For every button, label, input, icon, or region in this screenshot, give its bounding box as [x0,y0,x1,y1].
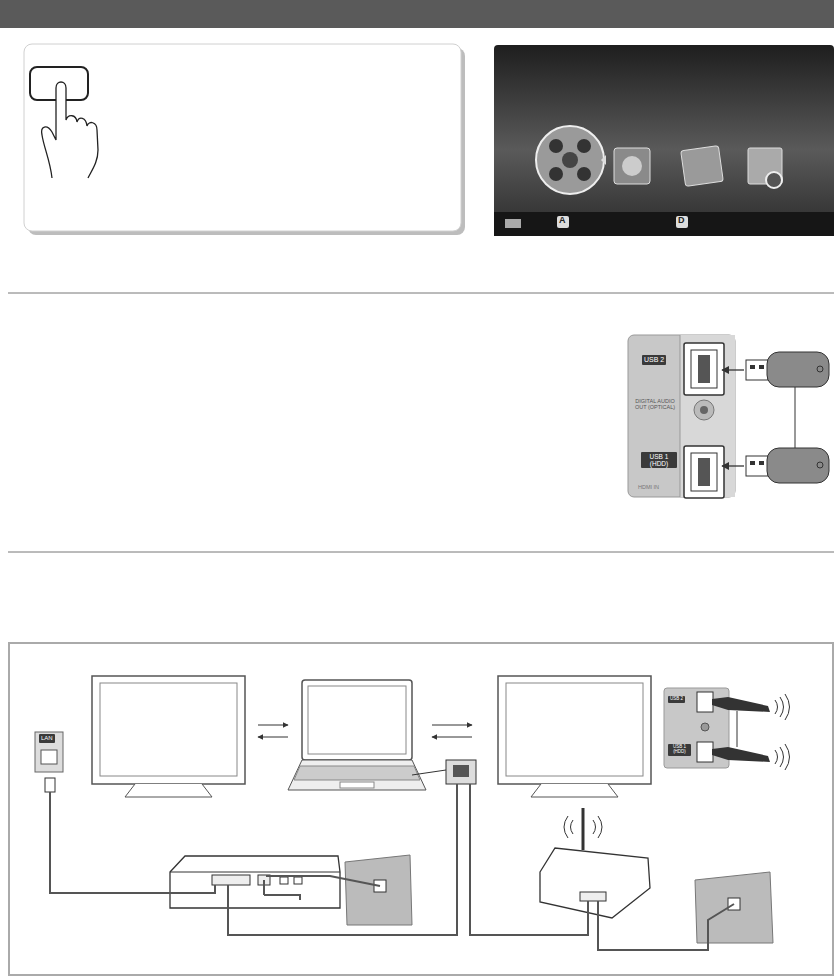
laptop [302,680,412,760]
network-frame [9,643,833,975]
tv [498,676,651,784]
wall-outlet [695,872,773,943]
usb-port [684,343,724,395]
usb-stick [746,360,768,380]
remote-panel [24,44,461,231]
optical-port [694,400,714,420]
separator [8,552,834,553]
music-icon [614,148,650,184]
menu-screenshot [494,45,834,236]
port-label: USB 1 (HDD) [668,744,691,756]
tv [92,676,245,784]
cable [50,784,734,950]
router [170,856,340,908]
lan-jack [35,732,63,772]
port-label: A [559,216,566,226]
wireless-dongle [712,697,770,712]
photos-icon [681,146,724,187]
lan-port [446,760,476,784]
wireless-router [540,848,650,918]
menu-bottom-bar [494,212,834,236]
port-label: HDMI IN [638,484,659,490]
wall-outlet [345,855,412,925]
port-label: LAN [39,734,55,743]
usb-port [684,446,724,498]
port-label: USB 1 (HDD) [641,452,677,468]
antenna [582,808,585,850]
port-label: USB 2 [642,355,666,365]
port-panel [628,335,735,497]
either-bracket [795,387,796,448]
port-label: USB 2 [668,696,685,703]
header-bar [0,0,834,28]
videos-icon [536,126,604,194]
port-label: D [678,216,685,226]
pressing-hand [42,82,98,178]
usb-stick [746,456,768,476]
separator [8,293,834,294]
wireless-dongle [712,747,770,762]
port-label: DIGITAL AUDIO OUT (OPTICAL) [632,398,678,410]
